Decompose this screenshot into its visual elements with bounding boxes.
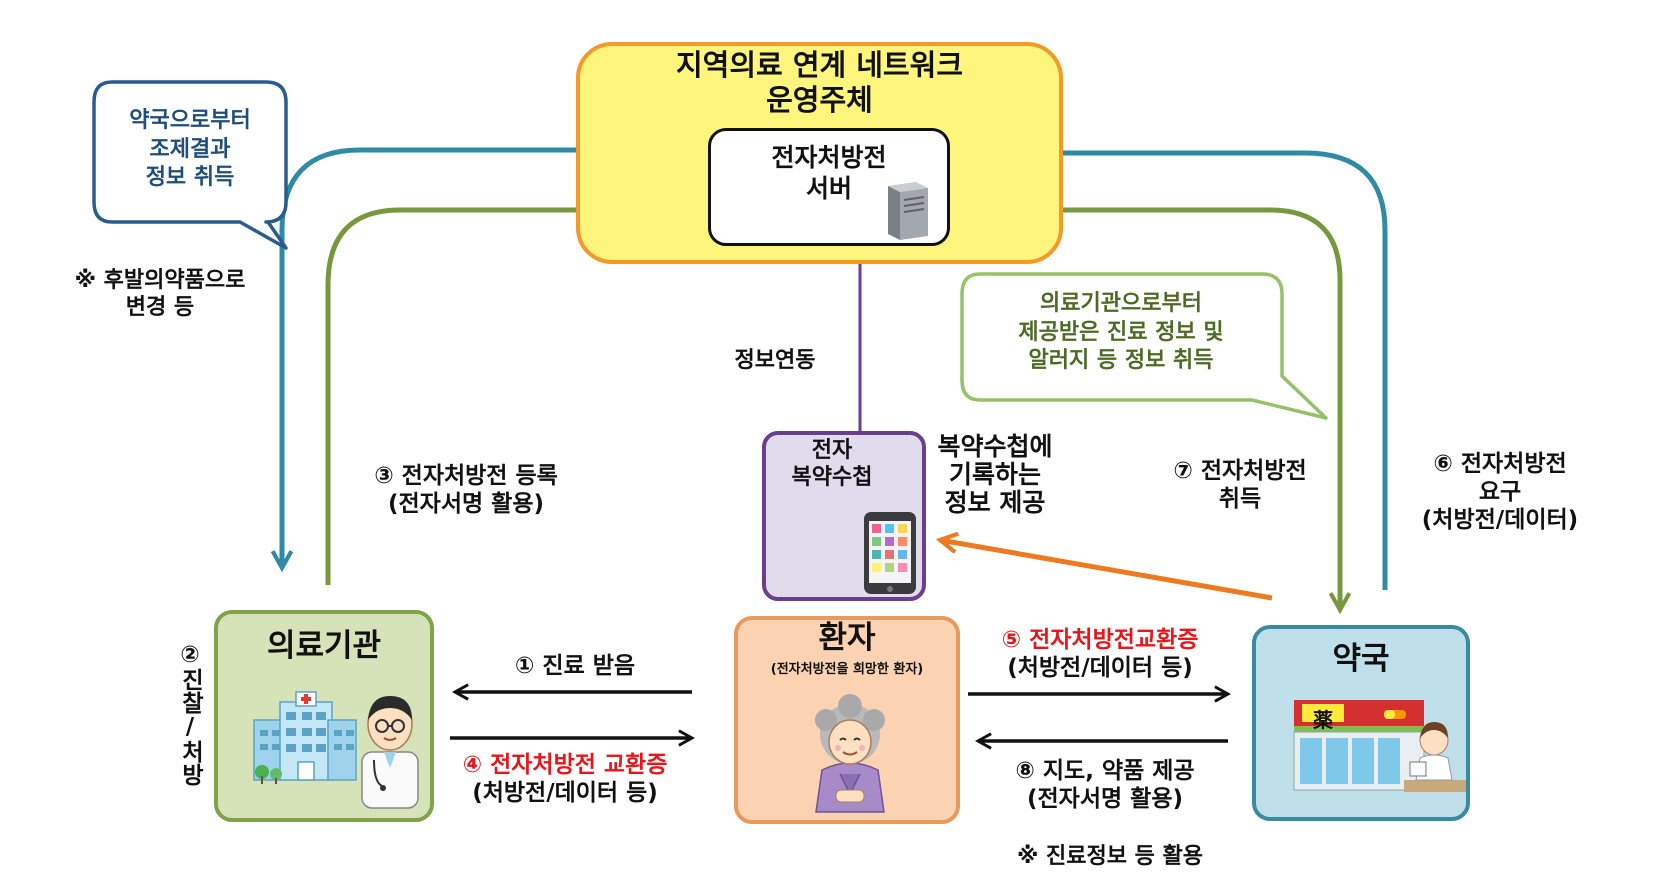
step8-line1: ⑧ 지도, 약품 제공	[1015, 758, 1195, 784]
step6-line2: 요구	[1478, 479, 1522, 506]
patient-subtitle: (전자처방전을 희망한 환자)	[770, 662, 924, 677]
elderly-patient-icon	[815, 694, 885, 813]
bubble-right-line1: 의료기관으로부터	[1040, 291, 1202, 316]
arrow-pharmacy-to-server	[998, 153, 1388, 590]
step7-line2: 취득	[1218, 486, 1262, 513]
pharmacy-store-icon	[1293, 700, 1466, 792]
step2-label: ②진찰/처방	[177, 642, 203, 786]
patient-title: 환자	[818, 620, 876, 656]
step8-line2: (전자서명 활용)	[1027, 786, 1183, 813]
handbook-note-line2: 기록하는	[948, 460, 1041, 489]
step4-label: ④ 전자처방전 교환증 (처방전/데이터 등)	[430, 751, 700, 807]
step7-label: ⑦ 전자처방전 취득	[1140, 457, 1340, 513]
hospital-building-icon	[253, 691, 357, 784]
pharmacy-sign-glyph: 薬	[1313, 708, 1333, 732]
bubble-left-text: 약국으로부터 조제결과 정보 취득	[94, 107, 286, 193]
step1-label: ① 진료 받음	[514, 653, 636, 679]
bubble-right-line3: 알러지 등 정보 취득	[1028, 348, 1214, 374]
arrow-server-to-hospital	[282, 147, 700, 568]
smartphone-icon	[864, 512, 916, 594]
generic-drug-note: ※ 후발의약품으로 변경 등	[40, 268, 280, 322]
step6-line3: (처방전/데이터)	[1421, 507, 1579, 534]
bubble-left-line1: 약국으로부터	[129, 108, 251, 133]
step5-line1: ⑤ 전자처방전교환증	[1001, 627, 1199, 653]
step8-label: ⑧ 지도, 약품 제공 (전자서명 활용)	[970, 757, 1240, 813]
bottom-note: ※ 진료정보 등 활용	[1016, 844, 1204, 869]
arrow-hospital-to-server	[325, 210, 700, 585]
bubble-left-line2: 조제결과	[149, 136, 231, 162]
server-label: 전자처방전 서버	[708, 143, 950, 204]
handbook-note: 복약수첩에 기록하는 정보 제공	[920, 433, 1070, 517]
server-tower-icon	[888, 182, 928, 240]
network-title: 지역의료 연계 네트워크 운영주체	[576, 48, 1063, 119]
handbook-line1: 전자	[811, 438, 853, 463]
step4-line1: ④ 전자처방전 교환증	[462, 752, 668, 778]
info-link-label: 정보연동	[734, 348, 816, 373]
bubble-right-shape	[960, 272, 1328, 420]
arrow-pharmacy-to-handbook	[940, 540, 1273, 601]
generic-note-line2: 변경 등	[125, 294, 195, 320]
handbook-line2: 복약수첩	[791, 464, 873, 490]
server-label-line1: 전자처방전	[771, 143, 887, 172]
network-title-line1: 지역의료 연계 네트워크	[676, 48, 963, 82]
arrow-server-to-pharmacy	[998, 207, 1340, 610]
step5-line2: (처방전/데이터 등)	[1007, 655, 1193, 682]
network-title-line2: 운영주체	[766, 83, 873, 118]
bubble-left-line3: 정보 취득	[145, 165, 235, 191]
handbook-note-line1: 복약수첩에	[937, 432, 1053, 461]
bubble-left-shape	[92, 80, 288, 250]
step6-label: ⑥ 전자처방전 요구 (처방전/데이터)	[1380, 450, 1620, 534]
doctor-icon	[361, 696, 419, 809]
step6-line1: ⑥ 전자처방전	[1433, 451, 1567, 477]
server-label-line2: 서버	[805, 173, 852, 203]
step7-line1: ⑦ 전자처방전	[1173, 458, 1307, 484]
step4-line2: (처방전/데이터 등)	[472, 780, 658, 807]
pharmacy-title: 약국	[1332, 641, 1390, 677]
generic-note-line1: ※ 후발의약품으로	[74, 268, 246, 293]
step3-line2: (전자서명 활용)	[388, 491, 544, 518]
handbook-note-line3: 정보 제공	[944, 488, 1046, 517]
hospital-title: 의료기관	[266, 628, 382, 664]
step3-label: ③ 전자처방전 등록 (전자서명 활용)	[336, 462, 596, 518]
handbook-label: 전자 복약수첩	[762, 438, 902, 492]
step5-label: ⑤ 전자처방전교환증 (처방전/데이터 등)	[955, 626, 1245, 682]
step3-line1: ③ 전자처방전 등록	[374, 463, 558, 489]
bubble-right-text: 의료기관으로부터 제공받은 진료 정보 및 알러지 등 정보 취득	[962, 290, 1280, 376]
bubble-right-line2: 제공받은 진료 정보 및	[1018, 319, 1224, 345]
